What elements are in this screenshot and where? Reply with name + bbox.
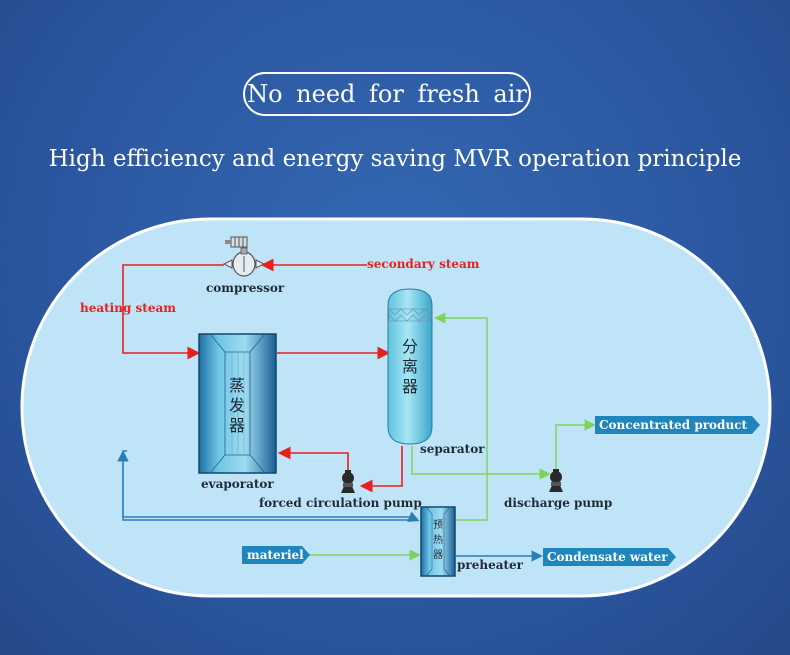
materiel-label: materiel xyxy=(247,548,304,562)
preheater-label: preheater xyxy=(457,558,524,572)
discharge-pump-icon xyxy=(549,469,563,492)
preheater-vessel: 预 热 器 xyxy=(420,506,456,577)
forced-circulation-pump-icon xyxy=(341,470,355,493)
condensate-lines xyxy=(117,450,543,562)
separator-vessel: 分 离 器 xyxy=(387,288,433,445)
condensate-water-tag: Condensate water xyxy=(543,548,676,566)
page-subtitle: High efficiency and energy saving MVR op… xyxy=(48,146,742,172)
preheater-char-1: 预 xyxy=(433,519,443,531)
preheater-char-2: 热 xyxy=(433,533,443,546)
condensate-water-label: Condensate water xyxy=(547,550,668,564)
separator-char-1: 分 xyxy=(402,337,418,356)
materiel-tag: materiel xyxy=(242,546,310,564)
concentrated-product-tag: Concentrated product xyxy=(595,416,760,434)
separator-char-2: 离 xyxy=(402,357,418,376)
evaporator-char-1: 蒸 xyxy=(229,376,245,395)
compressor-icon xyxy=(222,236,266,277)
secondary-steam-label: secondary steam xyxy=(367,257,480,271)
preheater-char-3: 器 xyxy=(433,549,443,561)
evaporator-char-3: 器 xyxy=(229,416,245,435)
evaporator-label: evaporator xyxy=(201,477,274,491)
evaporator-char-2: 发 xyxy=(229,396,245,415)
heating-steam-label: heating steam xyxy=(80,301,176,315)
compressor-label: compressor xyxy=(206,281,285,295)
separator-char-3: 器 xyxy=(402,377,418,396)
feed-lines xyxy=(308,312,596,561)
separator-label: separator xyxy=(420,442,485,456)
steam-lines xyxy=(122,258,403,493)
discharge-pump-label: discharge pump xyxy=(504,496,612,510)
concentrated-product-label: Concentrated product xyxy=(599,418,747,432)
forced-circulation-pump-label: forced circulation pump xyxy=(259,496,422,510)
evaporator-vessel: 蒸 发 器 xyxy=(198,333,277,474)
headline-pill: No need for fresh air xyxy=(243,72,531,116)
